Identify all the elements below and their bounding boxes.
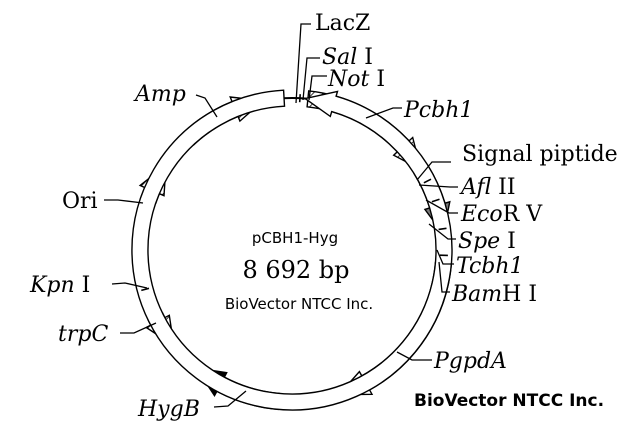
label-afl-italic: Afl bbox=[459, 175, 492, 200]
leader-hygb bbox=[213, 390, 247, 408]
leader-trpc bbox=[120, 322, 157, 334]
leader-ori bbox=[104, 199, 144, 204]
feature-lacz bbox=[131, 89, 453, 411]
leader-bam bbox=[438, 261, 450, 293]
label-eco-italic: Eco bbox=[460, 202, 503, 227]
label-amp: Amp bbox=[133, 82, 186, 107]
leader-eco bbox=[425, 199, 458, 214]
leader-not bbox=[308, 75, 327, 101]
site-ecor-v bbox=[431, 198, 440, 203]
label-bam-italic: Bam bbox=[451, 282, 502, 307]
label-trpc: trpC bbox=[58, 322, 108, 347]
center-company: BioVector NTCC Inc. bbox=[225, 295, 373, 313]
label-signal-peptide: Signal piptide bbox=[462, 142, 618, 167]
label-pcbh1: Pcbh1 bbox=[403, 98, 473, 123]
label-kpn-rest: I bbox=[75, 273, 91, 298]
label-sal-italic: Sal bbox=[322, 45, 357, 70]
leader-sal bbox=[302, 57, 320, 101]
label-spe-rest: I bbox=[500, 229, 516, 254]
plasmid-name: pCBH1-Hyg bbox=[252, 229, 338, 247]
leader-amp bbox=[195, 94, 218, 118]
plasmid-size: 8 692 bp bbox=[242, 256, 349, 284]
feature-labels: LacZ Sal I Not I Pcbh1 Signal piptide Af… bbox=[29, 11, 618, 422]
site-not-i bbox=[298, 94, 301, 103]
site-kpn-i bbox=[141, 287, 150, 292]
leader-spe bbox=[428, 223, 456, 240]
leader-kpn bbox=[111, 282, 148, 289]
label-ecor-v: EcoR V bbox=[460, 202, 543, 227]
leader-pcbh1 bbox=[365, 107, 402, 119]
leader-lines bbox=[104, 23, 458, 408]
label-sal-i: Sal I bbox=[322, 45, 373, 70]
label-not-italic: Not bbox=[327, 67, 369, 92]
label-sal-rest: I bbox=[357, 45, 373, 70]
label-ori: Ori bbox=[62, 189, 98, 214]
label-afl-rest: II bbox=[491, 175, 515, 200]
label-lacz: LacZ bbox=[315, 11, 370, 36]
leader-tcbh1 bbox=[436, 249, 454, 265]
site-spe-i bbox=[438, 227, 447, 231]
leader-lacz bbox=[295, 23, 311, 104]
label-hygb: HygB bbox=[137, 397, 200, 422]
label-afl-ii: Afl II bbox=[459, 175, 516, 200]
label-kpn-i: Kpn I bbox=[29, 273, 90, 298]
label-spe-i: Spe I bbox=[458, 229, 516, 254]
label-kpn-italic: Kpn bbox=[29, 273, 75, 298]
label-spe-italic: Spe bbox=[458, 229, 500, 254]
label-not-rest: I bbox=[369, 67, 385, 92]
label-eco-rest: R V bbox=[503, 202, 544, 227]
label-bam-rest: H I bbox=[502, 282, 537, 307]
leader-signal bbox=[416, 161, 451, 181]
leader-pgpda bbox=[396, 351, 432, 361]
label-bamh-i: BamH I bbox=[451, 282, 537, 307]
footer-company: BioVector NTCC Inc. bbox=[414, 391, 604, 411]
leader-afl bbox=[418, 184, 458, 188]
label-pgpda: PgpdA bbox=[433, 349, 507, 374]
site-afl-ii bbox=[423, 178, 432, 184]
label-not-i: Not I bbox=[327, 67, 385, 92]
label-tcbh1: Tcbh1 bbox=[456, 254, 524, 279]
